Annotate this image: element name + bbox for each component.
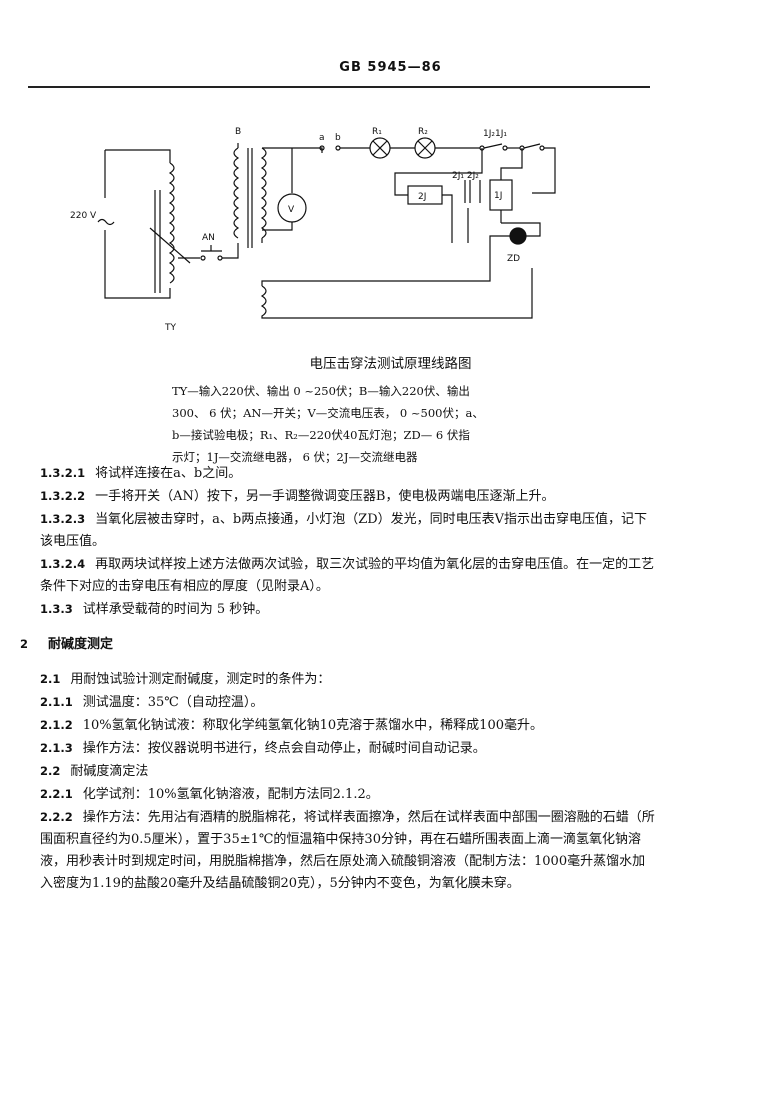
legend-line: 300、 6 伏；AN—开关；V—交流电压表， 0 ~500伏；a、 (172, 406, 484, 420)
legend-line: b—接试验电极；R₁、R₂—220伏40瓦灯泡；ZD— 6 伏指 (172, 428, 470, 442)
label-2J: 2J (418, 192, 426, 202)
page-header: GB 5945—86 (339, 60, 442, 75)
header-rule (28, 86, 650, 88)
figure-caption: 电压击穿法测试原理线路图 (309, 356, 472, 372)
label-R1: R₁ (372, 127, 382, 137)
label-lamp: ZD (507, 254, 520, 264)
label-relay-contacts-mid: 2J₁ 2J₂ (452, 171, 479, 181)
label-a: a (319, 133, 325, 143)
legend-line: 示灯；1J—交流继电器， 6 伏；2J—交流继电器 (172, 450, 418, 464)
label-R2: R₂ (418, 127, 428, 137)
legend-line: TY—输入220伏、输出 0 ~250伏；B—输入220伏、输出 (172, 384, 470, 398)
label-voltmeter: V (288, 205, 295, 215)
label-B: B (235, 127, 241, 137)
label-switch: AN (202, 233, 215, 243)
figure-legend: TY—输入220伏、输出 0 ~250伏；B—输入220伏、输出 300、 6 … (172, 380, 512, 468)
circuit-diagram: B a b R₁ R₂ 1J₂1J₁ 2J₁ 2J₂ 2J 1J V 220 V… (70, 127, 556, 333)
label-regulator: TY (164, 323, 176, 333)
label-b: b (335, 133, 341, 143)
label-1J: 1J (494, 191, 502, 201)
label-relay-contacts-top: 1J₂1J₁ (483, 129, 507, 139)
label-supply: 220 V (70, 211, 97, 221)
